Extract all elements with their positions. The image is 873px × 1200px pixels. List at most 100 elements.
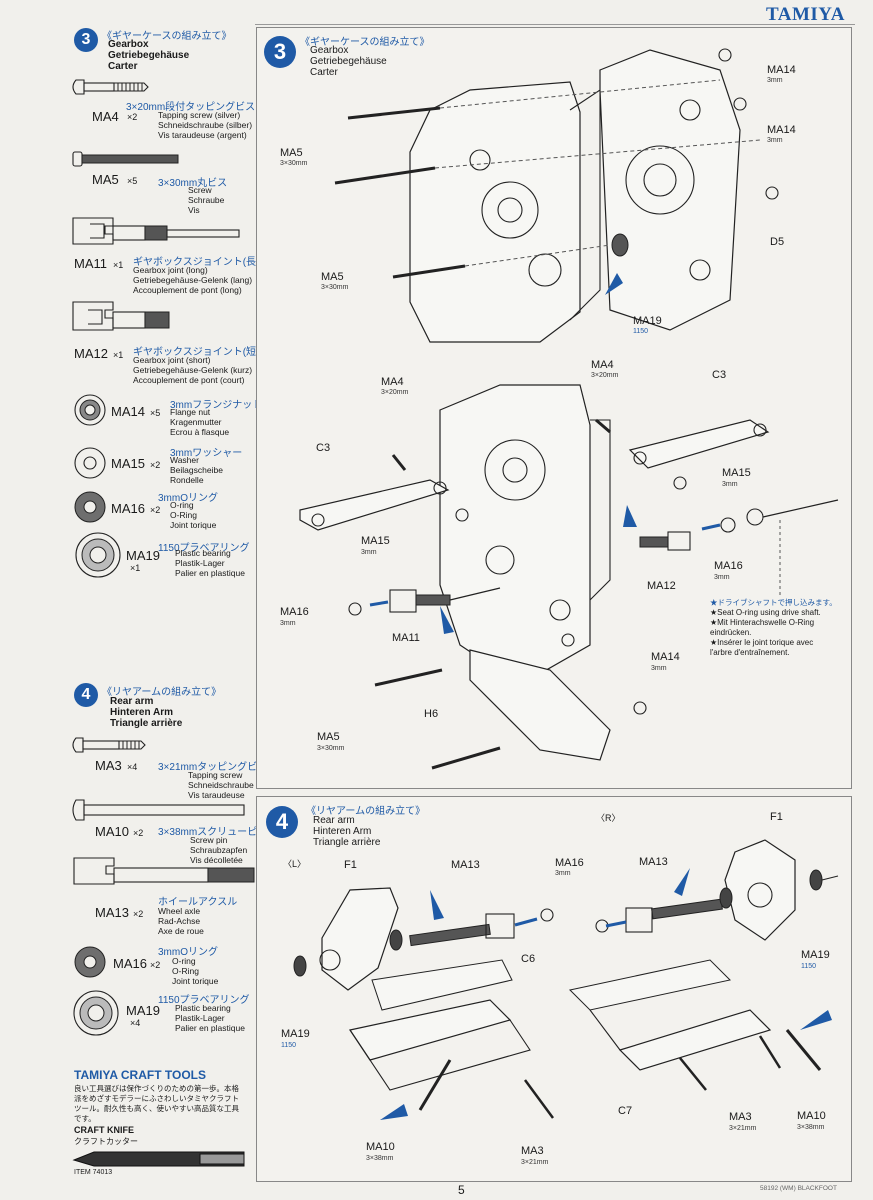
ma19-bearing-top (605, 233, 629, 295)
panel4-number-badge: 4 (266, 806, 298, 838)
p3-ma14-a-size: 3mm (767, 77, 783, 84)
c6-arm (349, 959, 531, 1091)
p3-ma5-b: MA5 (321, 271, 344, 283)
panel4-title-en: Rear arm (313, 815, 355, 826)
ma19b-jp: 1150プラベアリング (158, 995, 250, 1006)
p4-ma3-left-size: 3×21mm (521, 1159, 549, 1166)
ma12-code: MA12 (74, 346, 108, 361)
p4-ma19-right: MA19 (801, 949, 830, 961)
ma14-qty: ×5 (150, 408, 161, 418)
brand-logo: TAMIYA (766, 4, 846, 25)
ma10-jp: 3×38mmスクリューピン (158, 827, 268, 838)
p3-c3-a: C3 (316, 442, 331, 454)
ma3-code: MA3 (95, 758, 122, 773)
ma19b-code: MA19 (126, 1003, 160, 1018)
p3-ma4-a-size: 3×20mm (381, 389, 409, 396)
header-rule (255, 24, 855, 25)
ma11-joint-drawing (72, 217, 240, 245)
p3-d5: D5 (770, 236, 785, 248)
p3-ma16-b: MA16 (714, 560, 743, 572)
p4-f1-right: F1 (770, 811, 783, 823)
ma15-code: MA15 (111, 456, 145, 471)
ma15-jp: 3mmワッシャー (170, 448, 243, 459)
p4-ma3-left: MA3 (521, 1145, 544, 1157)
ma15-washer-drawing (74, 447, 106, 479)
ma13-left-axle (409, 890, 538, 947)
ma12-qty: ×1 (113, 350, 124, 360)
step3-title-de: Getriebegehäuse (108, 50, 190, 61)
p3-note: ★ドライブシャフトで押し込みます。 ★Seat O-ring using dri… (710, 598, 837, 657)
p3-ma19: MA19 (633, 315, 662, 327)
p4-ma16: MA16 (555, 857, 584, 869)
p4-r-side: 〈R〉 (596, 813, 621, 823)
p3-ma12: MA12 (647, 580, 676, 592)
ma3-qty: ×4 (127, 762, 138, 772)
f1-right-hub (719, 839, 839, 941)
p4-ma16-left (540, 908, 554, 922)
footer-code: 58192 (WM) BLACKFOOT (760, 1185, 837, 1192)
page-number: 5 (458, 1183, 465, 1197)
ma12-joint-assembly (623, 499, 839, 595)
ma14-code: MA14 (111, 404, 145, 419)
ma16-code: MA16 (111, 501, 145, 516)
p3-ma14-c: MA14 (651, 651, 680, 663)
ma13-qty: ×2 (133, 909, 144, 919)
ma11-qty: ×1 (113, 260, 124, 270)
ma5-jp: 3×30mm丸ビス (158, 178, 228, 189)
p3-ma14-c-size: 3mm (651, 665, 667, 672)
ma19b-bearing-drawing (73, 990, 119, 1036)
ma3-screw-drawing (72, 737, 146, 753)
p3-ma4-a: MA4 (381, 376, 404, 388)
panel3-number-badge: 3 (264, 36, 296, 68)
panel3-title-fr: Carter (310, 67, 338, 78)
p3-ma14-b-size: 3mm (767, 137, 783, 144)
p3-ma15-b: MA15 (722, 467, 751, 479)
ma4-code: MA4 (92, 109, 119, 124)
ma12-joint-drawing (72, 301, 170, 331)
ma14-nut-drawing (74, 394, 106, 426)
p4-ma19-left-size: 1150 (281, 1042, 297, 1049)
ma11-joint-assembly (348, 587, 501, 634)
p3-ma5-b-size: 3×30mm (321, 284, 349, 291)
ma19-qty: ×1 (130, 563, 141, 573)
step4-title-fr: Triangle arrière (110, 718, 183, 729)
p4-ma10-left: MA10 (366, 1141, 395, 1153)
p4-c7: C7 (618, 1105, 633, 1117)
p3-ma16-b-size: 3mm (714, 574, 730, 581)
c7-arm (568, 959, 772, 1071)
p3-ma14-b: MA14 (767, 124, 796, 136)
p4-ma19-right-size: 1150 (801, 963, 817, 970)
ma19b-qty: ×4 (130, 1018, 141, 1028)
ma4-qty: ×2 (127, 112, 138, 122)
ma15-washer-right (673, 476, 687, 490)
gearbox-case-right-d5 (599, 49, 741, 331)
step4-title-en: Rear arm (110, 696, 154, 707)
ma5-qty: ×5 (127, 176, 138, 186)
ma19-bearing-drawing (75, 532, 121, 578)
p3-ma15-a: MA15 (361, 535, 390, 547)
p3-ma15-a-size: 3mm (361, 549, 377, 556)
craft-tools-text: 良い工具選びは保作づくりのための第一歩。本格派をめざすモデラーにふさわしいタミヤ… (74, 1084, 239, 1123)
panel4-title-de: Hinteren Arm (313, 826, 372, 837)
ma10-code: MA10 (95, 824, 129, 839)
ma16b-qty: ×2 (150, 960, 161, 970)
ma4-screw-drawing (72, 79, 149, 95)
p4-ma10-right: MA10 (797, 1110, 826, 1122)
p4-ma3-right-size: 3×21mm (729, 1125, 757, 1132)
p3-ma5-a-size: 3×30mm (280, 160, 308, 167)
craft-knife-drawing (72, 1151, 245, 1167)
p4-screws (380, 1010, 832, 1120)
step3-title-fr: Carter (108, 61, 138, 72)
step4-title-jp: 《リヤアームの組み立て》 (102, 687, 222, 698)
p3-h6: H6 (424, 708, 439, 720)
ma13-right-axle (605, 868, 723, 933)
ma14-nuts-top (718, 48, 779, 200)
ma5-screw-drawing (72, 151, 179, 167)
ma12-jp: ギヤボックスジョイント(短) (133, 347, 260, 358)
ma19-code: MA19 (126, 548, 160, 563)
